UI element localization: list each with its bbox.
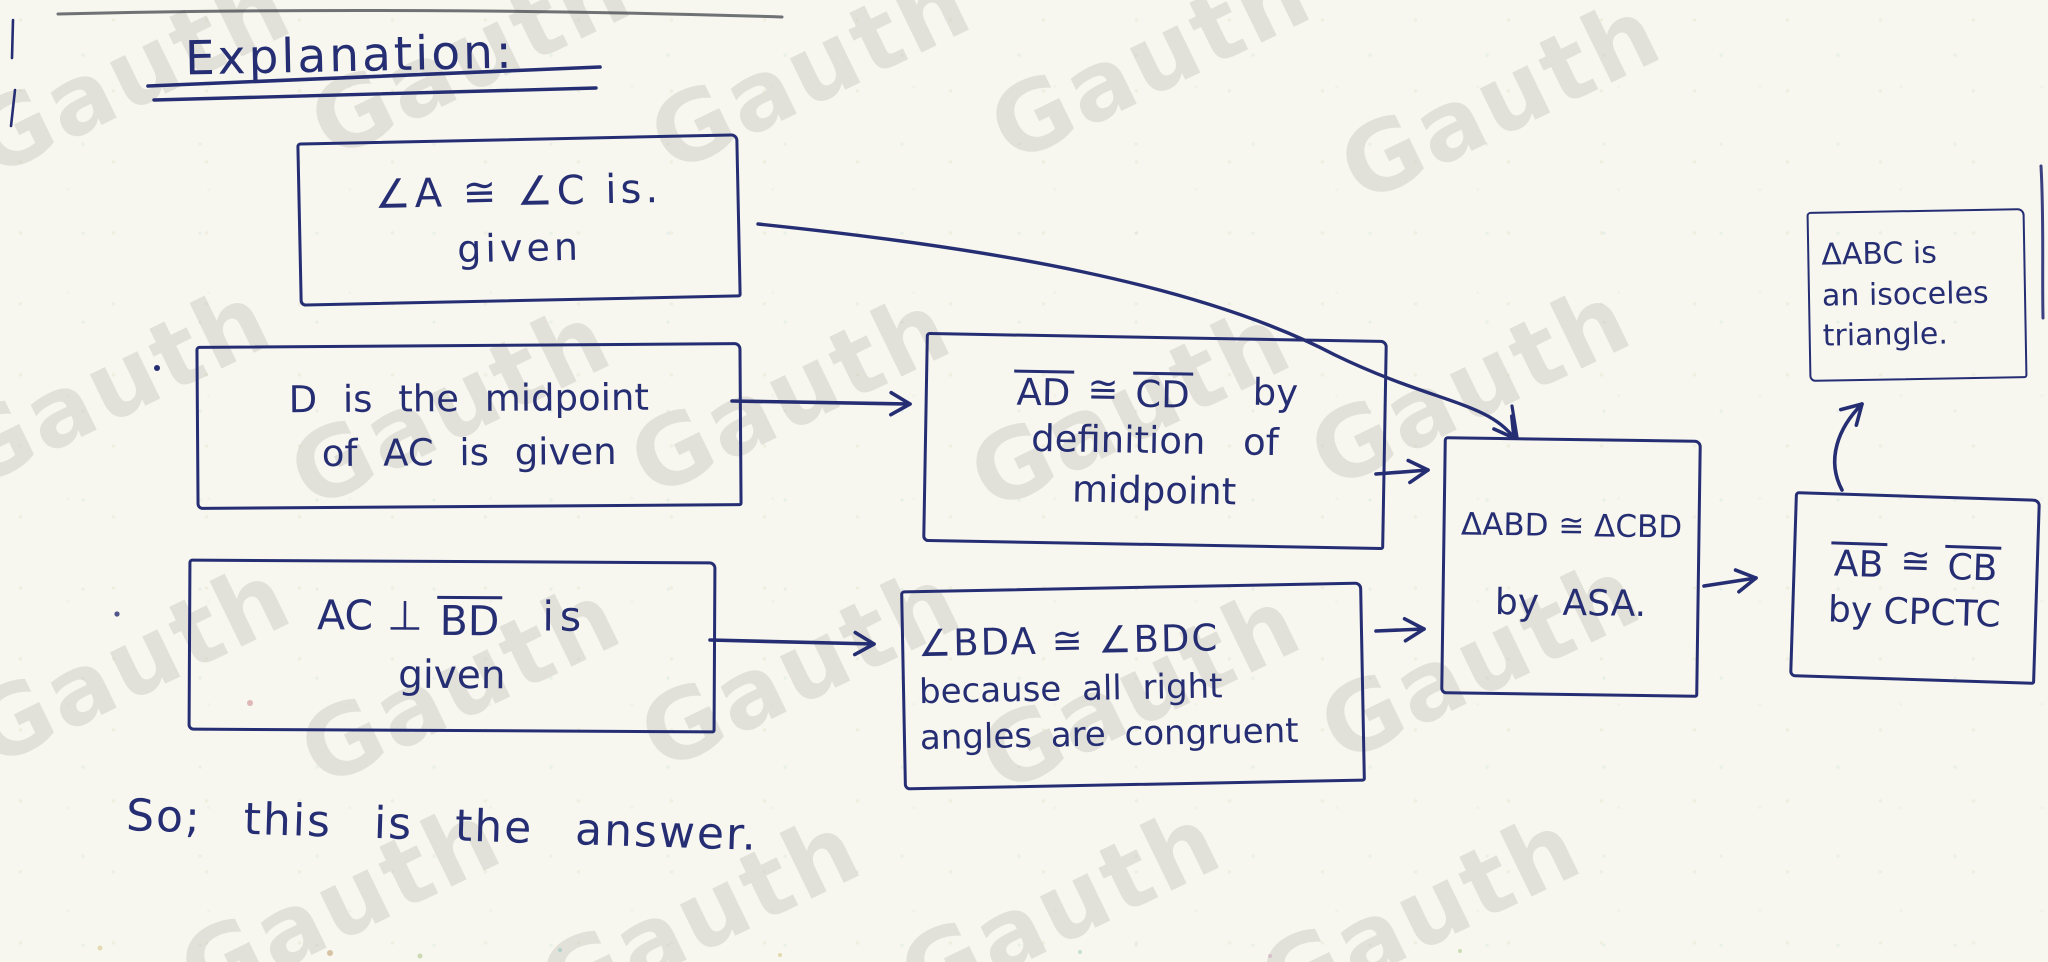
conclusion-line: triangle. [1822,316,1949,354]
reason-line: given [456,224,583,272]
congruent-symbol: ≅ [1087,367,1119,412]
statement-line: ∠BDA ≅ ∠BDC [917,616,1220,665]
reason-word: by [1252,370,1299,415]
arrow-asa-to-cpctc [1702,568,1758,594]
footer-note: So; this is the answer. [125,790,759,861]
congruent-symbol: ≅ [1899,540,1932,583]
segment-cb-overline: CB [1943,545,2002,590]
reason-line: definition of [1030,416,1280,465]
reason-line: by ASA. [1494,581,1647,625]
perpendicular-symbol: ⊥ [386,591,423,640]
reason-line: midpoint [1071,467,1237,514]
box-abc-isosceles-triangle: ΔABC is an isoceles triangle. [1806,208,2028,382]
statement-line: of AC is given [321,429,617,476]
segment-bd-overline: BD [436,596,503,645]
box-ac-perpendicular-bd: AC ⊥ BD is given [187,558,717,734]
segment-ac: AC [316,591,374,640]
statement-line: ∠A ≅ ∠C is. [374,166,663,219]
box-d-midpoint-of-ac: D is the midpoint of AC is given [195,342,743,510]
conclusion-line: an isoceles [1821,275,1989,314]
segment-cd-overline: CD [1132,371,1194,417]
box-bda-congruent-bdc: ∠BDA ≅ ∠BDC because all right angles are… [900,581,1366,791]
reason-line: given [398,653,506,699]
conclusion-line: ΔABC is [1820,235,1938,273]
statement-word: is [542,592,588,641]
statement-line: D is the midpoint [288,375,650,422]
statement-line: AC ⊥ BD is [316,589,588,645]
statement-line: ΔABD ≅ ΔCBD [1460,506,1683,546]
gauth-watermark: Gauth [1322,0,1679,226]
statement-line: AD ≅ CD by [1013,364,1299,417]
box-angle-a-congruent-angle-c: ∠A ≅ ∠C is. given [296,133,742,307]
arrow-cpctc-to-isosceles [1833,402,1864,492]
gauth-watermark: Gauth [972,0,1329,186]
gauth-watermark: Gauth [1242,788,1599,962]
reason-line: by CPCTC [1827,589,2002,636]
box-ad-congruent-cd: AD ≅ CD by definition of midpoint [922,331,1388,551]
paper-right-edge-mark [2039,164,2045,320]
left-margin-mark-1 [10,18,15,60]
page-title: Explanation: [184,24,516,87]
box-abd-congruent-cbd-asa: ΔABD ≅ ΔCBD by ASA. [1440,436,1702,698]
reason-line: angles are congruent [919,710,1299,759]
statement-line: AB ≅ CB [1830,537,2002,590]
gauth-watermark: Gauth [882,782,1239,962]
box-ab-congruent-cb-cpctc: AB ≅ CB by CPCTC [1789,491,2041,685]
segment-ad-overline: AD [1013,369,1074,415]
reason-line: because all right [918,666,1223,712]
segment-ab-overline: AB [1830,541,1888,586]
